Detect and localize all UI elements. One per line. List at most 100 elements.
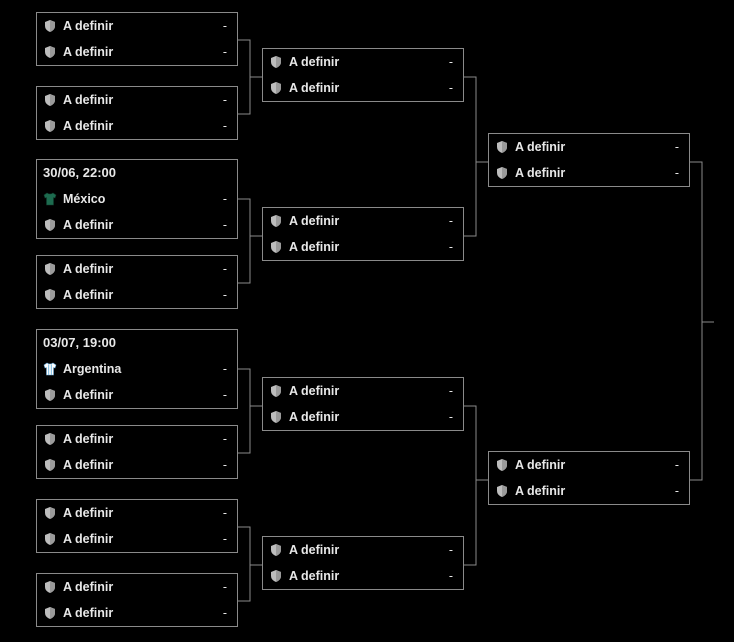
team-row[interactable]: A definir- — [263, 563, 463, 589]
match-card[interactable]: A definir-A definir- — [262, 377, 464, 431]
team-row[interactable]: A definir- — [37, 13, 237, 39]
match-card[interactable]: A definir-A definir- — [262, 48, 464, 102]
team-name: A definir — [515, 484, 566, 498]
team-score: - — [674, 458, 679, 472]
team-score: - — [674, 166, 679, 180]
team-name: A definir — [63, 119, 114, 133]
team-score: - — [222, 192, 227, 206]
team-score: - — [448, 384, 453, 398]
team-score: - — [222, 262, 227, 276]
team-score: - — [222, 93, 227, 107]
team-row[interactable]: A definir - — [37, 256, 237, 282]
shield-icon — [269, 240, 283, 254]
shield-icon — [269, 410, 283, 424]
shield-icon — [43, 262, 57, 276]
jersey-argentina-icon — [43, 362, 57, 376]
match-card[interactable]: A definir - A definir - — [36, 499, 238, 553]
team-score: - — [222, 532, 227, 546]
team-name: A definir — [63, 93, 114, 107]
team-row[interactable]: A definir- — [263, 234, 463, 260]
team-row[interactable]: A definir- — [263, 75, 463, 101]
team-row[interactable]: A definir- — [37, 282, 237, 308]
team-row[interactable]: A definir - — [37, 426, 237, 452]
team-score: - — [448, 569, 453, 583]
team-row[interactable]: A definir - — [37, 87, 237, 113]
team-name: A definir — [63, 388, 114, 402]
team-score: - — [222, 19, 227, 33]
team-name: México — [63, 192, 106, 206]
team-row[interactable]: A definir - — [489, 134, 689, 160]
shield-icon — [43, 432, 57, 446]
shield-icon — [495, 140, 509, 154]
team-score: - — [222, 45, 227, 59]
team-row[interactable]: A definir - — [37, 382, 237, 408]
jersey-mexico-icon — [43, 192, 57, 206]
team-score: - — [448, 214, 453, 228]
match-card[interactable]: A definir-A definir- — [36, 255, 238, 309]
team-score: - — [448, 410, 453, 424]
match-card[interactable]: A definir-A definir- — [488, 451, 690, 505]
shield-icon — [43, 19, 57, 33]
match-card[interactable]: A definir-A definir- — [488, 133, 690, 187]
team-row[interactable]: A definir- — [37, 574, 237, 600]
team-row[interactable]: A definir- — [489, 160, 689, 186]
team-name: A definir — [289, 384, 340, 398]
shield-icon — [43, 388, 57, 402]
team-row[interactable]: A definir - — [37, 526, 237, 552]
team-row[interactable]: A definir- — [263, 404, 463, 430]
shield-icon — [495, 458, 509, 472]
team-name: A definir — [63, 458, 114, 472]
shield-icon — [43, 93, 57, 107]
team-score: - — [222, 506, 227, 520]
team-row[interactable]: A definir - — [263, 378, 463, 404]
match-card[interactable]: A definir-A definir- — [262, 207, 464, 261]
team-row[interactable]: A definir- — [37, 39, 237, 65]
team-name: A definir — [515, 140, 566, 154]
team-row[interactable]: A definir- — [37, 452, 237, 478]
team-score: - — [222, 606, 227, 620]
team-score: - — [222, 432, 227, 446]
match-card[interactable]: A definir-A definir- — [262, 536, 464, 590]
shield-icon — [269, 384, 283, 398]
match-card[interactable]: A definir - A definir - — [36, 86, 238, 140]
team-row[interactable]: Argentina - — [37, 356, 237, 382]
shield-icon — [269, 543, 283, 557]
team-score: - — [674, 140, 679, 154]
shield-icon — [43, 119, 57, 133]
team-name: A definir — [63, 288, 114, 302]
team-score: - — [222, 119, 227, 133]
team-row[interactable]: A definir - — [37, 600, 237, 626]
team-name: A definir — [63, 262, 114, 276]
match-card[interactable]: A definir-A definir- — [36, 573, 238, 627]
team-name: A definir — [63, 606, 114, 620]
team-name: A definir — [289, 240, 340, 254]
team-name: A definir — [515, 458, 566, 472]
team-row[interactable]: A definir- — [263, 537, 463, 563]
team-row[interactable]: A definir - — [37, 113, 237, 139]
team-score: - — [222, 388, 227, 402]
team-row[interactable]: A definir- — [37, 212, 237, 238]
match-card[interactable]: A definir-A definir- — [36, 12, 238, 66]
team-name: Argentina — [63, 362, 122, 376]
shield-icon — [269, 569, 283, 583]
team-name: A definir — [63, 532, 114, 546]
shield-icon — [43, 506, 57, 520]
team-name: A definir — [63, 432, 114, 446]
match-card[interactable]: A definir-A definir- — [36, 425, 238, 479]
team-name: A definir — [63, 506, 114, 520]
team-name: A definir — [289, 55, 340, 69]
team-row[interactable]: A definir- — [489, 478, 689, 504]
team-score: - — [448, 81, 453, 95]
team-row[interactable]: México - — [37, 186, 237, 212]
team-row[interactable]: A definir- — [263, 49, 463, 75]
team-row[interactable]: A definir - — [489, 452, 689, 478]
team-row[interactable]: A definir - — [37, 500, 237, 526]
team-score: - — [222, 362, 227, 376]
match-date: 30/06, 22:00 — [43, 165, 117, 180]
team-row[interactable]: A definir- — [263, 208, 463, 234]
shield-icon — [495, 166, 509, 180]
shield-icon — [43, 580, 57, 594]
